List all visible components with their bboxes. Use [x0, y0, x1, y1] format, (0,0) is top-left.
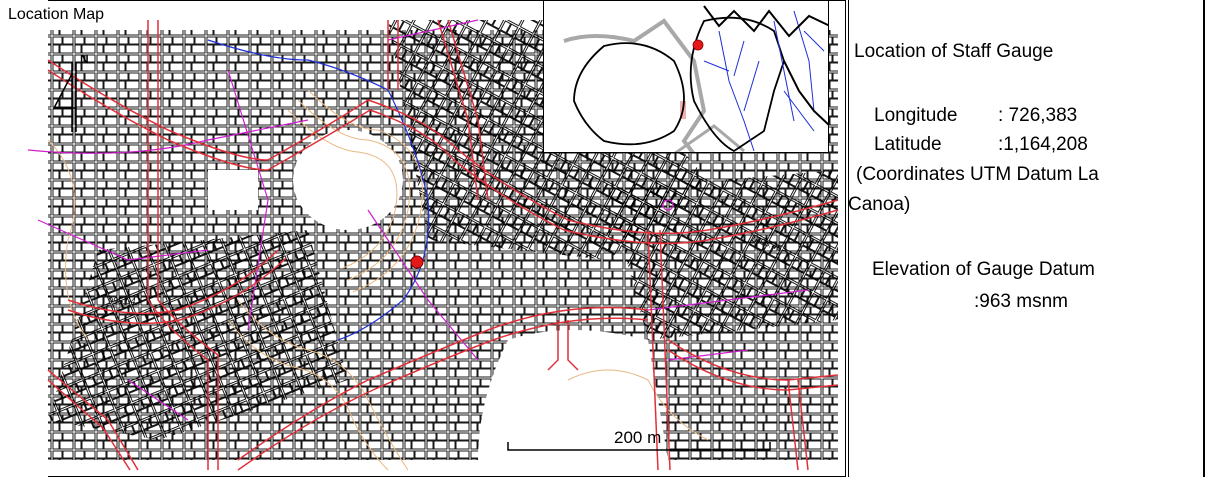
longitude-value: : 726,383: [998, 105, 1078, 126]
spot-elevation-label: 995.04: [108, 296, 136, 306]
north-label: N: [80, 52, 89, 66]
map-title: Location Map: [8, 6, 105, 23]
latitude-label: Latitude: [874, 134, 942, 155]
north-arrow-icon: [52, 62, 77, 132]
location-marker-icon: [692, 39, 704, 51]
inset-map: [543, 0, 829, 153]
coordinates-note-continued: Canoa): [848, 194, 911, 215]
stream-lines: [207, 39, 430, 341]
watershed-inset: [563, 5, 828, 152]
info-heading: Location of Staff Gauge: [854, 41, 1054, 62]
latitude-value: :1,164,208: [998, 134, 1088, 155]
elevation-label: Elevation of Gauge Datum: [872, 259, 1095, 280]
gauge-info-panel: Location of Staff Gauge Longitude : 726,…: [848, 0, 1208, 477]
location-marker-icon: [410, 255, 424, 269]
coordinates-note: (Coordinates UTM Datum La: [856, 164, 1099, 185]
scale-label: 200 m: [614, 428, 662, 447]
scale-bar: [507, 442, 771, 451]
longitude-label: Longitude: [874, 105, 958, 126]
contour-lines: [47, 89, 709, 471]
road-network: [47, 19, 839, 471]
elevation-value: :963 msnm: [974, 291, 1068, 312]
